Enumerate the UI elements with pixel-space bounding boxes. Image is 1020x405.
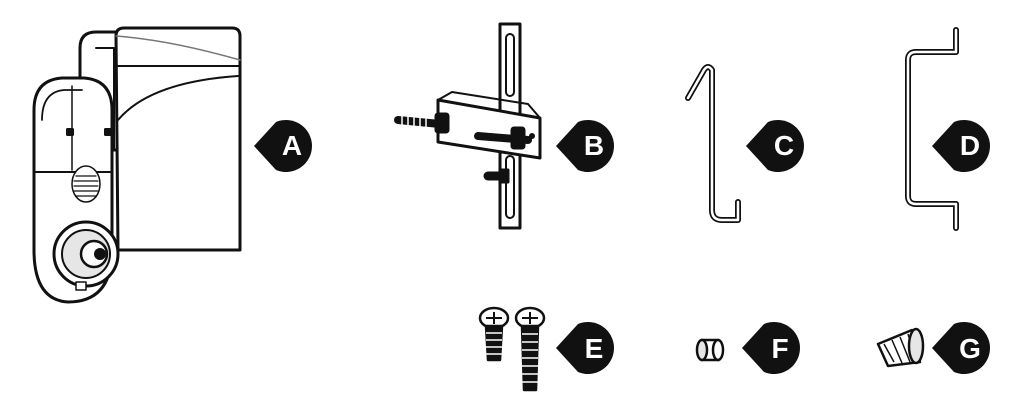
hook-wire-icon bbox=[685, 64, 741, 223]
tag-e: E bbox=[556, 322, 615, 375]
tag-label: G bbox=[959, 333, 981, 364]
camera-light-fixture-icon bbox=[32, 26, 242, 304]
tag-label: C bbox=[774, 130, 794, 161]
tag-d: D bbox=[932, 119, 991, 173]
tag-label: E bbox=[585, 333, 604, 364]
z-bracket-wire-icon bbox=[905, 27, 959, 231]
tag-f: F bbox=[742, 322, 801, 375]
tag-label: F bbox=[771, 333, 788, 364]
spacer-nut-icon bbox=[695, 338, 725, 362]
tag-label: B bbox=[584, 130, 604, 161]
tag-label: D bbox=[960, 130, 980, 161]
wire-nut-icon bbox=[876, 327, 925, 368]
mounting-bracket-icon bbox=[394, 22, 542, 230]
tag-b: B bbox=[556, 120, 614, 172]
tag-g: G bbox=[932, 322, 991, 375]
tag-label: A bbox=[282, 130, 302, 161]
screws-icon bbox=[478, 306, 546, 392]
tag-a: A bbox=[254, 120, 312, 172]
tag-c: C bbox=[746, 120, 805, 172]
